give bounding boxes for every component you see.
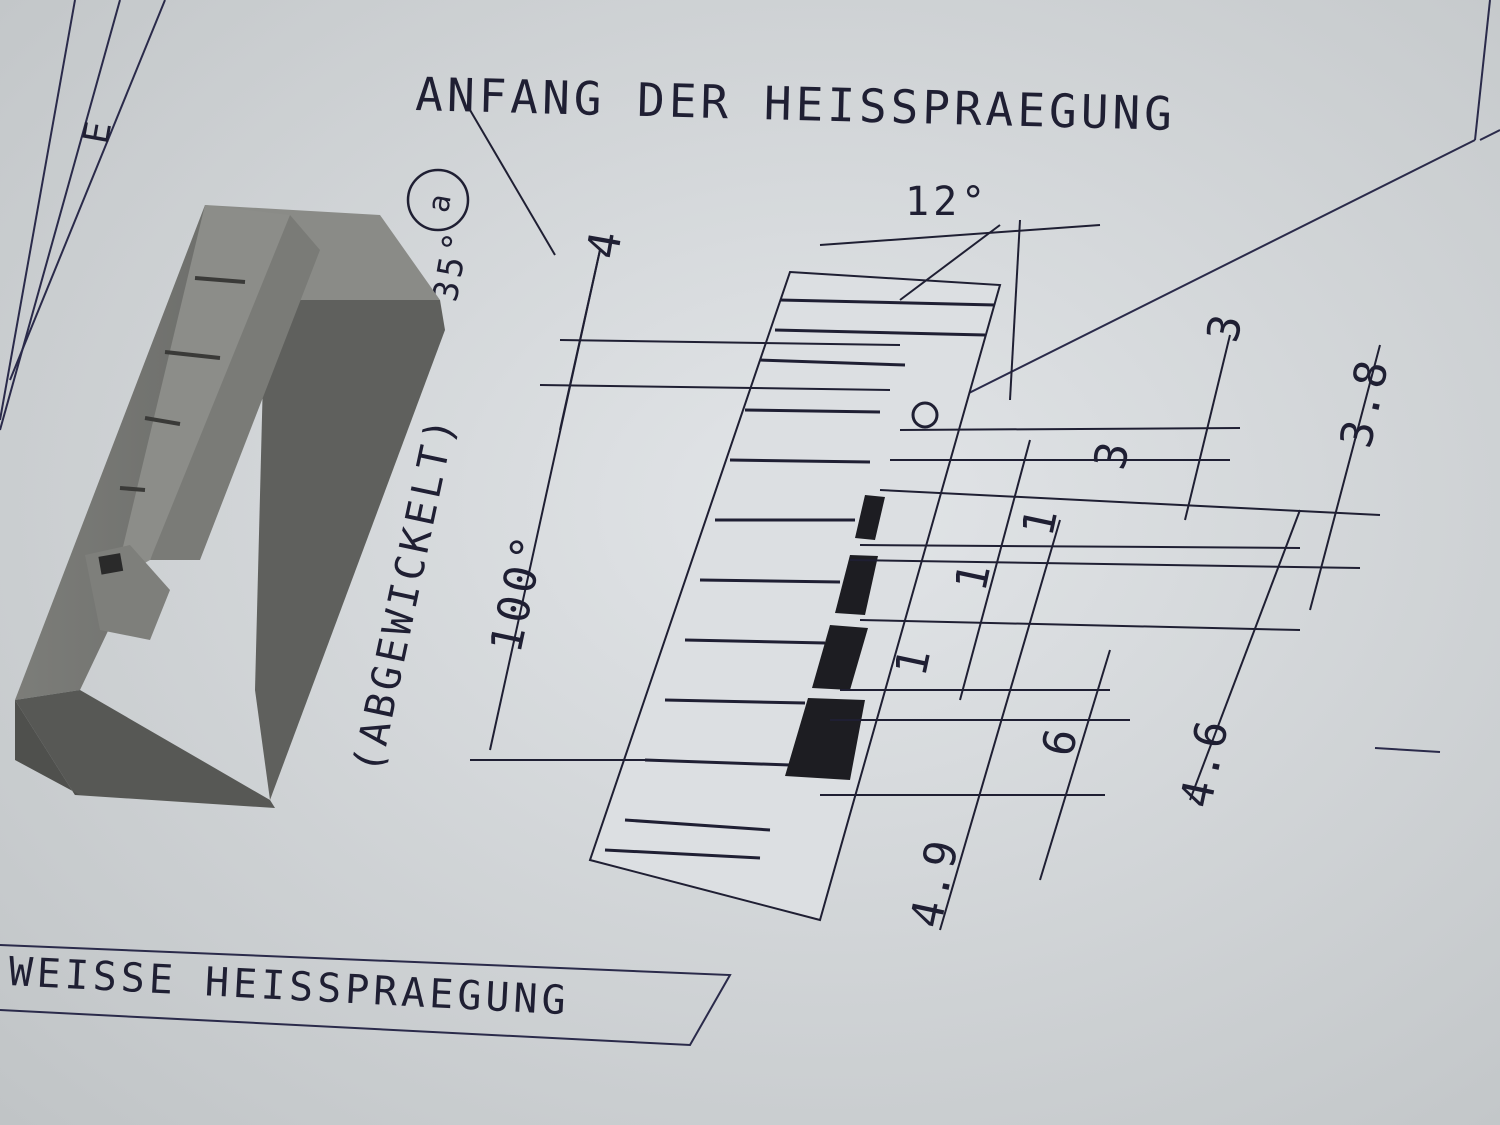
unrolled-strip	[588, 270, 1002, 922]
drawing-frame	[0, 0, 1500, 1047]
dimension-lines	[469, 109, 1381, 931]
printed-part	[15, 205, 445, 808]
angle-label-top: 12°	[905, 179, 989, 225]
